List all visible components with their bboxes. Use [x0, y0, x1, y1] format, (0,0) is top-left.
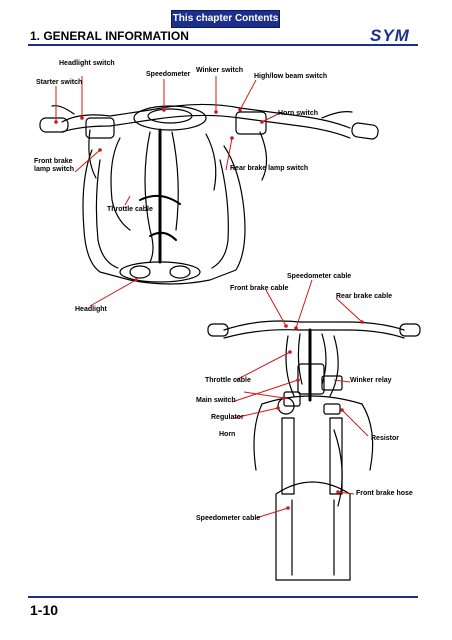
label-winker-switch: Winker switch — [196, 67, 244, 74]
header-rule — [28, 44, 418, 46]
label-main-switch: Main switch — [196, 397, 236, 404]
footer-rule — [28, 596, 418, 598]
label-winker-relay: Winker relay — [350, 377, 392, 384]
label-front-brake-hose: Front brake hose — [356, 490, 413, 497]
label-high-low-beam-switch: High/low beam switch — [254, 73, 328, 80]
label-horn-switch: Horn switch — [278, 110, 319, 117]
label-throttle-cable-top: Throttle cable — [107, 206, 153, 213]
label-speedometer-cable-bottom: Speedometer cable — [196, 515, 261, 522]
label-regulator: Regulator — [211, 414, 244, 421]
label-speedometer-cable-top: Speedometer cable — [287, 273, 352, 280]
label-headlight: Headlight — [75, 306, 107, 313]
label-rear-brake-cable: Rear brake cable — [336, 293, 393, 300]
sym-logo: SYM — [370, 26, 410, 45]
label-headlight-switch: Headlight switch — [59, 60, 115, 67]
label-starter-switch: Starter switch — [36, 79, 83, 86]
top-handlebar-drawing — [39, 103, 379, 285]
chapter-contents-link[interactable]: This chapter Contents — [171, 10, 280, 28]
callout-dots — [54, 108, 364, 510]
callout-leaders — [55, 76, 369, 519]
label-front-brake-lamp-switch: Front brake lamp switch — [34, 158, 75, 173]
page-number: 1-10 — [30, 602, 59, 618]
chapter-title: 1. GENERAL INFORMATION — [30, 29, 189, 43]
label-speedometer: Speedometer — [146, 71, 191, 78]
bottom-fork-drawing — [207, 320, 421, 581]
label-resistor: Resistor — [371, 435, 400, 442]
label-horn: Horn — [219, 431, 236, 438]
label-front-brake-cable: Front brake cable — [230, 285, 289, 292]
label-throttle-cable-bottom: Throttle cable — [205, 377, 251, 384]
label-rear-brake-lamp-switch: Rear brake lamp switch — [230, 165, 309, 172]
